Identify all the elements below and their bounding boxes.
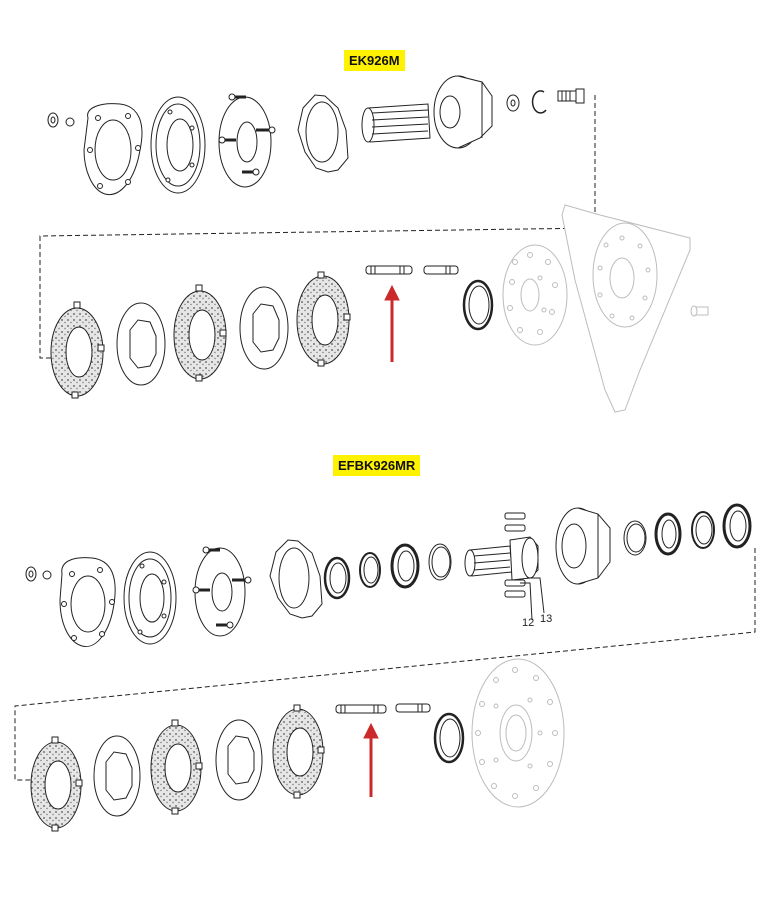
red-indicator-arrow-bottom bbox=[363, 722, 379, 797]
friction-disc-part bbox=[150, 719, 203, 815]
flange-plate-part bbox=[59, 557, 116, 648]
washer-part bbox=[506, 94, 520, 112]
bell-hub-part bbox=[555, 507, 611, 585]
nut-part bbox=[47, 112, 75, 128]
long-pin-part bbox=[365, 265, 413, 275]
stud-hub-part bbox=[192, 546, 252, 637]
shim-ring-part bbox=[428, 543, 452, 581]
sealing-ring-part bbox=[462, 279, 494, 331]
tabbed-drive-plate-part bbox=[297, 94, 349, 173]
stud-hub-part bbox=[218, 93, 276, 188]
circlip-part bbox=[691, 511, 715, 549]
seal-ring-part bbox=[323, 556, 351, 600]
bell-hub-part bbox=[433, 75, 493, 149]
steel-disc-part bbox=[116, 302, 166, 386]
flywheel-context-part bbox=[471, 658, 565, 808]
circlip-part bbox=[531, 90, 547, 114]
efbk926mr-dashed-route bbox=[14, 548, 756, 781]
key-part bbox=[504, 512, 526, 532]
pressure-plate-part bbox=[123, 551, 177, 645]
long-pin-part bbox=[335, 704, 387, 714]
splined-shaft-part bbox=[464, 536, 539, 581]
seal-ring-part bbox=[722, 503, 752, 549]
red-indicator-arrow-top bbox=[384, 284, 400, 362]
ek926m-assembly bbox=[39, 75, 596, 399]
steel-disc-part bbox=[93, 735, 141, 817]
callout-leaders bbox=[520, 577, 545, 621]
assembly-label-ek926m: EK926M bbox=[344, 50, 405, 71]
callout-13: 13 bbox=[540, 613, 553, 625]
ek926m-context-parts bbox=[502, 204, 709, 413]
flywheel-hub-context-part bbox=[502, 244, 568, 346]
splined-shaft-part bbox=[361, 103, 431, 143]
bearing-part bbox=[654, 512, 682, 556]
tabbed-drive-plate-part bbox=[269, 539, 323, 619]
small-bolt-context-part bbox=[690, 305, 709, 317]
short-pin-part bbox=[395, 703, 431, 713]
pressure-plate-part bbox=[150, 96, 206, 194]
ek926m-dashed-route bbox=[39, 95, 596, 359]
friction-disc-part bbox=[173, 284, 227, 382]
steel-disc-part bbox=[239, 286, 289, 370]
efbk926mr-context-parts bbox=[471, 658, 565, 808]
triangular-flexplate-context-part bbox=[561, 204, 691, 413]
friction-disc-part bbox=[272, 704, 325, 799]
friction-disc-part bbox=[50, 301, 105, 399]
steel-disc-part bbox=[215, 719, 263, 801]
circlip-part bbox=[359, 552, 381, 588]
sealing-ring-part bbox=[433, 712, 465, 764]
efbk926mr-assembly bbox=[14, 503, 756, 832]
nut-part bbox=[25, 566, 52, 582]
bearing-part bbox=[390, 543, 420, 589]
flange-plate-part bbox=[83, 103, 143, 196]
short-pin-part bbox=[423, 265, 459, 275]
key-part bbox=[504, 579, 526, 598]
assembly-label-efbk926mr: EFBK926MR bbox=[333, 455, 421, 476]
friction-disc-part bbox=[30, 736, 83, 832]
callout-12: 12 bbox=[522, 617, 535, 629]
friction-disc-part bbox=[296, 271, 351, 367]
shim-ring-part bbox=[623, 520, 647, 556]
bolt-part bbox=[557, 88, 585, 104]
